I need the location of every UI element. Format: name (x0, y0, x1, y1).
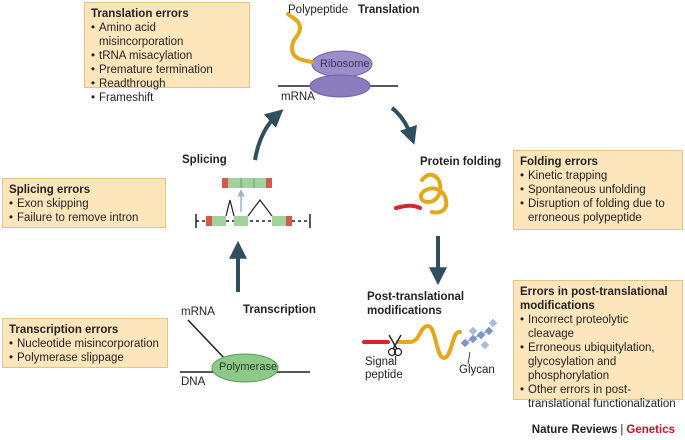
folding-errors-title: Folding errors (520, 156, 598, 168)
signal-segment-folding (394, 203, 422, 210)
pre-mrna-exon (234, 216, 248, 226)
journal-section: Genetics (626, 424, 675, 436)
spliced-mrna (266, 178, 272, 188)
list-item: tRNA misacylation (91, 49, 243, 63)
list-item: Erroneous ubiquitylation, glycosylation … (520, 341, 676, 383)
stage-protein-folding: Protein folding (420, 156, 502, 168)
dna-label: DNA (181, 376, 206, 388)
folding-errors-list: Kinetic trapping Spontaneous unfolding D… (520, 169, 676, 225)
ptm-errors-title: Errors in post-translational modificatio… (520, 286, 668, 312)
list-item: Polymerase slippage (9, 351, 161, 365)
list-item: Failure to remove intron (9, 211, 159, 225)
modified-polypeptide (396, 323, 462, 361)
intron-splice-lines (225, 199, 273, 217)
splicing-errors-box: Splicing errors Exon skipping Failure to… (2, 178, 166, 228)
glycan-pointer (467, 351, 471, 365)
polypeptide-label: Polypeptide (288, 4, 349, 16)
list-item: Premature termination (91, 63, 243, 77)
transcription-errors-box: Transcription errors Nucleotide misincor… (2, 318, 168, 368)
stage-post-translational-line2: modifications (367, 305, 442, 317)
folding-errors-box: Folding errors Kinetic trapping Spontane… (513, 150, 683, 230)
ptm-errors-list: Incorrect proteolytic cleavage Erroneous… (520, 313, 676, 411)
stage-splicing: Splicing (182, 154, 227, 166)
list-item: Other errors in post-translational funct… (520, 383, 676, 411)
mrna-label-transcription: mRNA (181, 306, 215, 318)
signal-peptide-label: Signal peptide (365, 356, 403, 382)
list-item: Spontaneous unfolding (520, 183, 676, 197)
translation-errors-title: Translation errors (91, 8, 189, 20)
list-item: Incorrect proteolytic cleavage (520, 313, 676, 341)
mrna-transcript (187, 319, 227, 361)
stage-post-translational: Post-translational modifications (367, 290, 464, 318)
splicing-errors-title: Splicing errors (9, 184, 91, 196)
list-item: Exon skipping (9, 197, 159, 211)
spliced-mrna (228, 178, 266, 188)
translation-errors-box: Translation errors Amino acid misincorpo… (84, 2, 250, 105)
arrow-splicing-to-translation (253, 109, 284, 161)
mrna-label-translation: mRNA (281, 91, 315, 103)
glycan-label: Glycan (459, 364, 495, 376)
polymerase-body (211, 353, 279, 383)
splicing-errors-list: Exon skipping Failure to remove intron (9, 197, 159, 225)
translation-errors-list: Amino acid misincorporation tRNA misacyl… (91, 21, 243, 105)
stage-transcription: Transcription (243, 304, 316, 316)
pre-mrna-exon (272, 216, 286, 226)
polymerase-label: Polymerase (219, 361, 278, 373)
journal-name: Nature Reviews (531, 424, 618, 436)
journal-credit: Nature Reviews|Genetics (532, 424, 675, 436)
glycan-chain (460, 318, 498, 350)
folded-protein (419, 172, 449, 215)
list-item: Frameshift (91, 91, 243, 105)
spliced-mrna (222, 178, 228, 188)
signal-peptide-line2: peptide (365, 369, 403, 381)
stage-translation: Translation (358, 4, 420, 16)
list-item: Amino acid misincorporation (91, 21, 243, 49)
pre-mrna-exon (286, 216, 292, 226)
pre-mrna-exon (206, 216, 212, 226)
ptm-errors-box: Errors in post-translational modificatio… (513, 280, 683, 410)
scissors-icon (387, 334, 403, 357)
list-item: Nucleotide misincorporation (9, 337, 161, 351)
stage-post-translational-line1: Post-translational (367, 291, 465, 303)
list-item: Kinetic trapping (520, 169, 676, 183)
nascent-polypeptide (286, 12, 314, 64)
ribosome-label: Ribosome (320, 58, 370, 70)
journal-separator: | (620, 424, 624, 436)
ribosome-small-subunit (309, 74, 371, 98)
arrow-translation-to-folding (390, 106, 417, 145)
list-item: Readthrough (91, 77, 243, 91)
signal-peptide-line1: Signal (365, 356, 397, 368)
list-item: Disruption of folding due to erroneous p… (520, 197, 676, 225)
transcription-errors-list: Nucleotide misincorporation Polymerase s… (9, 337, 161, 365)
transcription-errors-title: Transcription errors (9, 324, 119, 336)
pre-mrna-exon (212, 216, 226, 226)
